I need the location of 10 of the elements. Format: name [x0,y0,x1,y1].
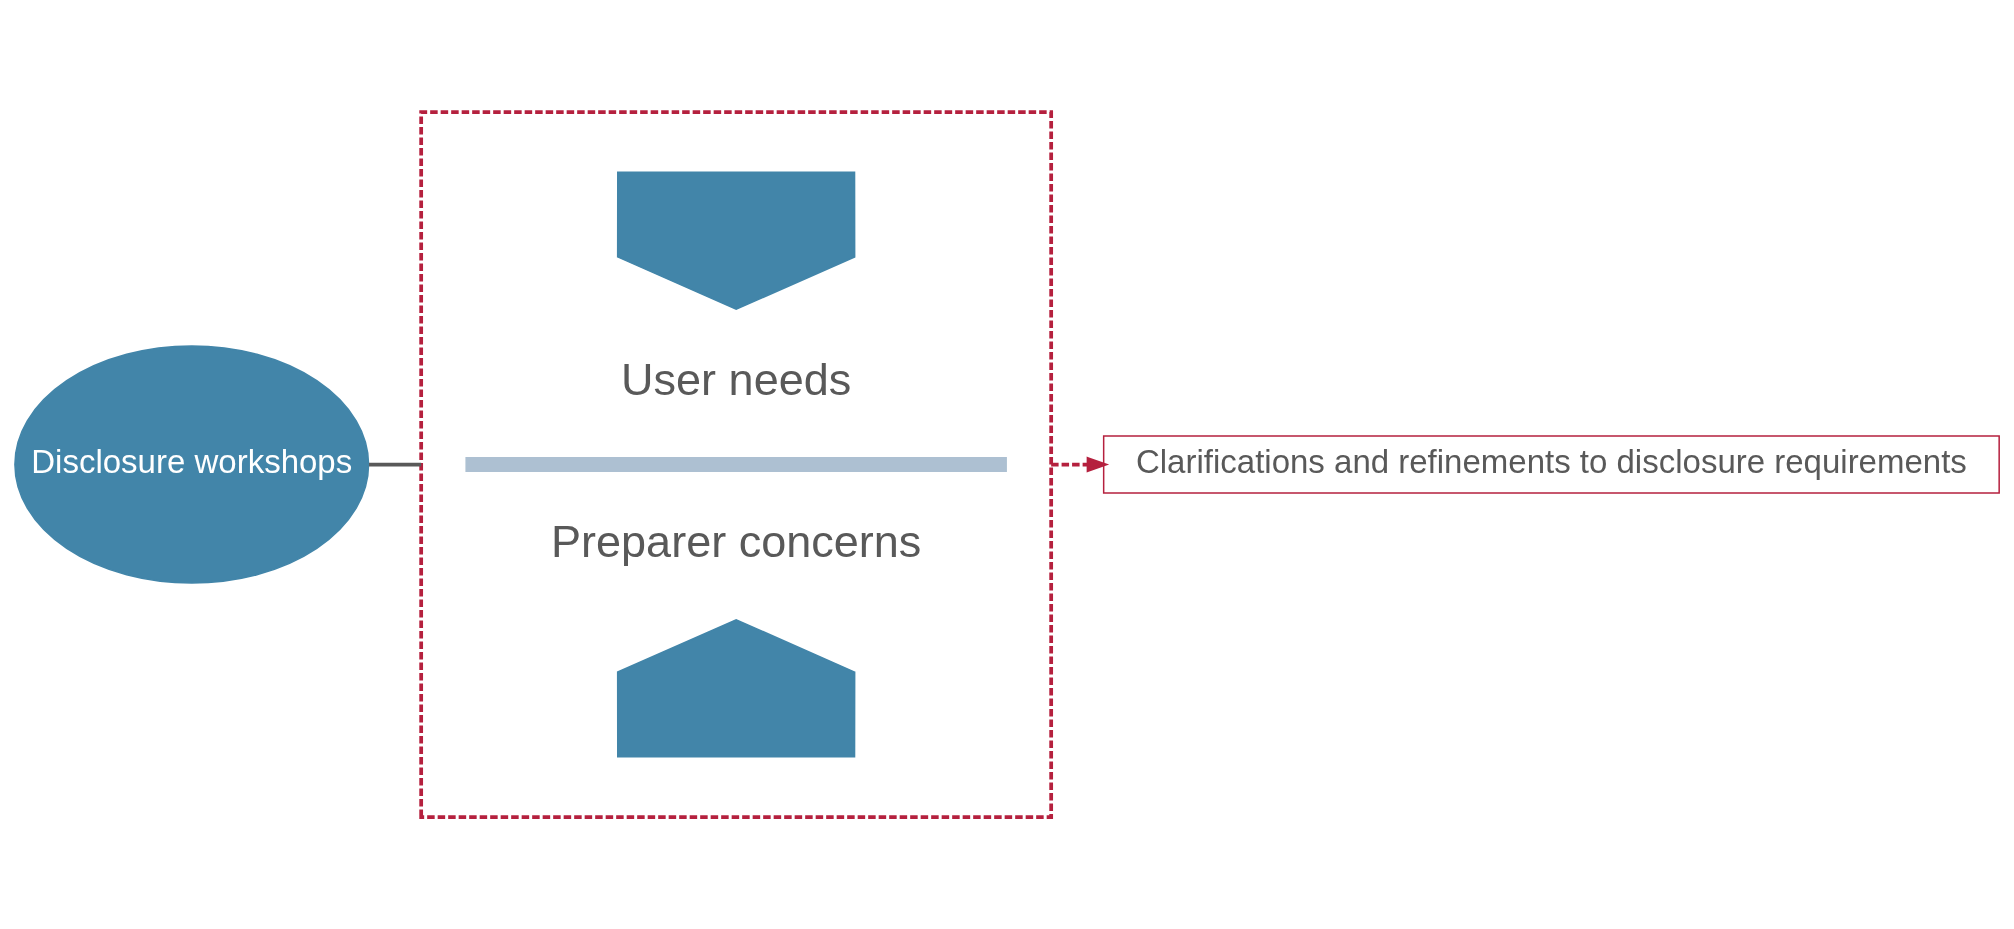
node-bar [465,457,1007,472]
node-text: User needs [621,353,852,405]
node-ellipse: Disclosure workshops [14,345,370,584]
node-box: Clarifications and refinements to disclosure requirements [1102,435,2000,494]
node-text: Preparer concerns [551,515,922,567]
connector [369,462,422,467]
node-arrow [616,171,856,311]
arrow [1051,456,1110,473]
node-arrow [616,618,856,758]
cluster [419,110,1054,819]
